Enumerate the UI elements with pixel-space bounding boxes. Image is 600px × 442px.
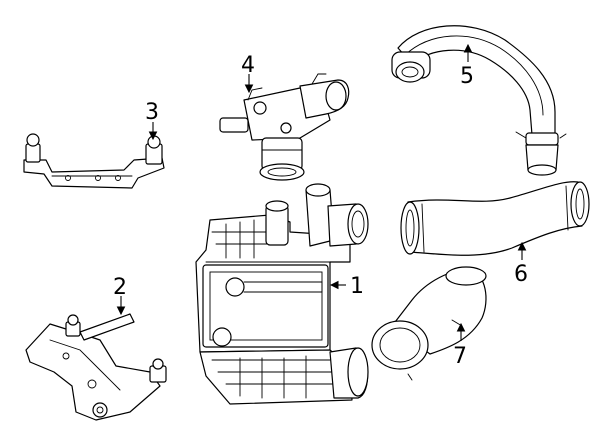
callout-label-6: 6 (514, 262, 528, 287)
callout-7: 7 (453, 322, 467, 369)
callout-label-7: 7 (453, 344, 467, 369)
part-5-intake-hose (391, 25, 567, 176)
part-2-mount-bracket (25, 313, 167, 421)
callout-5: 5 (460, 43, 474, 89)
part-3-bracket (23, 133, 165, 189)
part-4-valve-body (219, 73, 350, 181)
callout-label-1: 1 (350, 274, 364, 299)
callout-label-3: 3 (145, 100, 159, 125)
callout-label-4: 4 (241, 53, 255, 78)
part-7-elbow-hose (371, 266, 487, 381)
callout-4: 4 (241, 53, 255, 94)
callout-label-2: 2 (113, 275, 127, 300)
callout-2: 2 (113, 275, 127, 316)
part-1-intercooler-housing (195, 183, 369, 405)
callout-1: 1 (329, 274, 364, 299)
part-6-charge-air-hose (400, 181, 590, 256)
callout-label-5: 5 (460, 64, 474, 89)
callout-6: 6 (514, 241, 528, 287)
callout-3: 3 (145, 100, 159, 141)
